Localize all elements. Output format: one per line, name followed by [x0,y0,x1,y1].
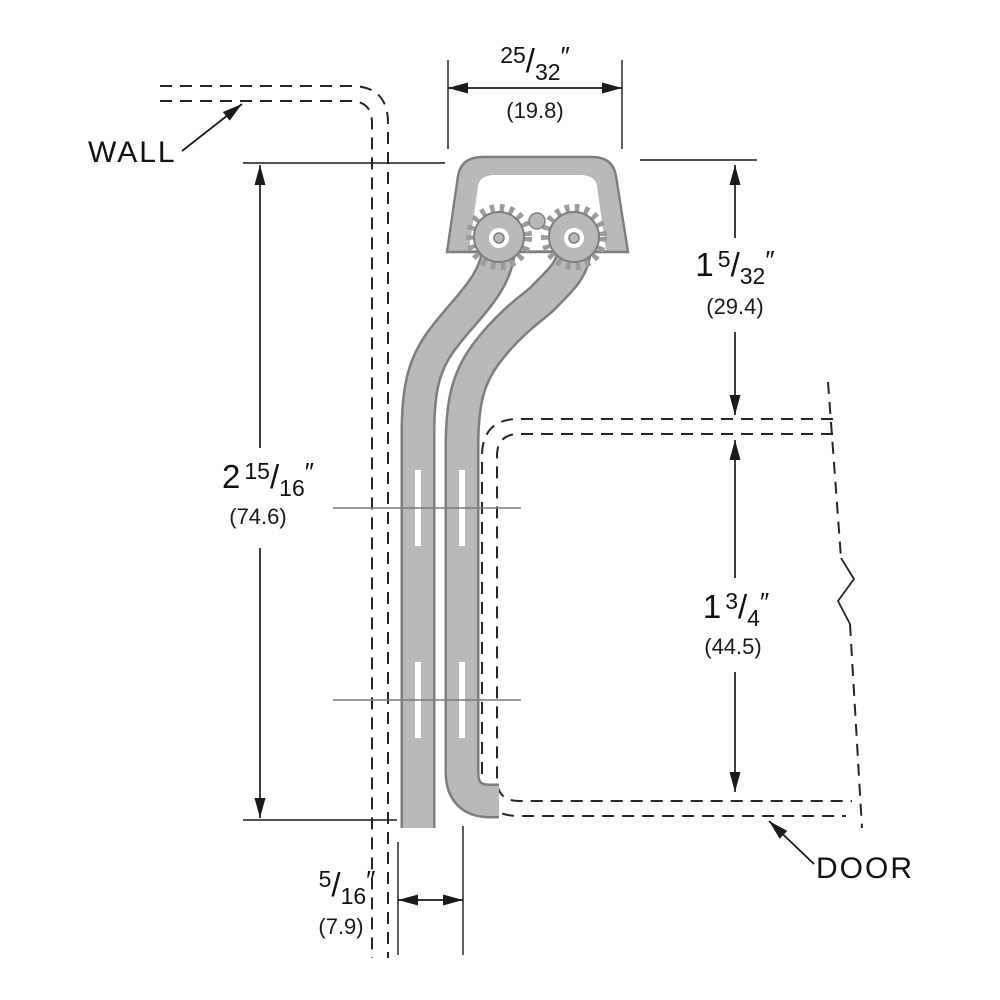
dim-left-metric: (74.6) [229,504,286,529]
gear-knuckle-left [466,204,532,270]
wall-outer-dashed-line [160,85,389,958]
gear-mesh-center [528,212,546,230]
door-right-edge-lower [849,623,863,829]
dim-bottom-value: 5/16″ [319,865,376,909]
dim-right-lower-metric: (44.5) [704,634,761,659]
gear-teeth-right-icon [541,204,607,270]
gear-knuckle-right [541,204,607,270]
hinge-cross-section [400,155,630,828]
door-leader-arrow [768,820,815,865]
door-inner-dashed-line [496,433,852,802]
door-label: DOOR [816,852,914,885]
knuckle-pin-left [493,232,505,244]
dim-top-metric: (19.8) [506,98,563,123]
dimension-lines [254,82,741,906]
dim-right-upper-metric: (29.4) [706,294,763,319]
dim-top-value: 25/32″ [500,41,570,85]
wall-label: WALL [88,136,177,169]
door-leaf [447,249,589,816]
door-outer-dashed-line [481,418,846,817]
gear-teeth-left-icon [466,204,532,270]
dim-bottom-metric: (7.9) [318,914,363,939]
wall-leader-arrow [181,103,243,152]
knuckle-pin-right [568,232,580,244]
wall-leaf [403,245,514,828]
door-dashed-outline [481,381,863,829]
wall-dashed-outline [160,85,389,958]
door-right-edge-upper [827,381,842,559]
wall-inner-dashed-line [160,100,373,958]
door-right-edge-break-symbol [836,557,856,625]
extension-lines [243,60,757,955]
